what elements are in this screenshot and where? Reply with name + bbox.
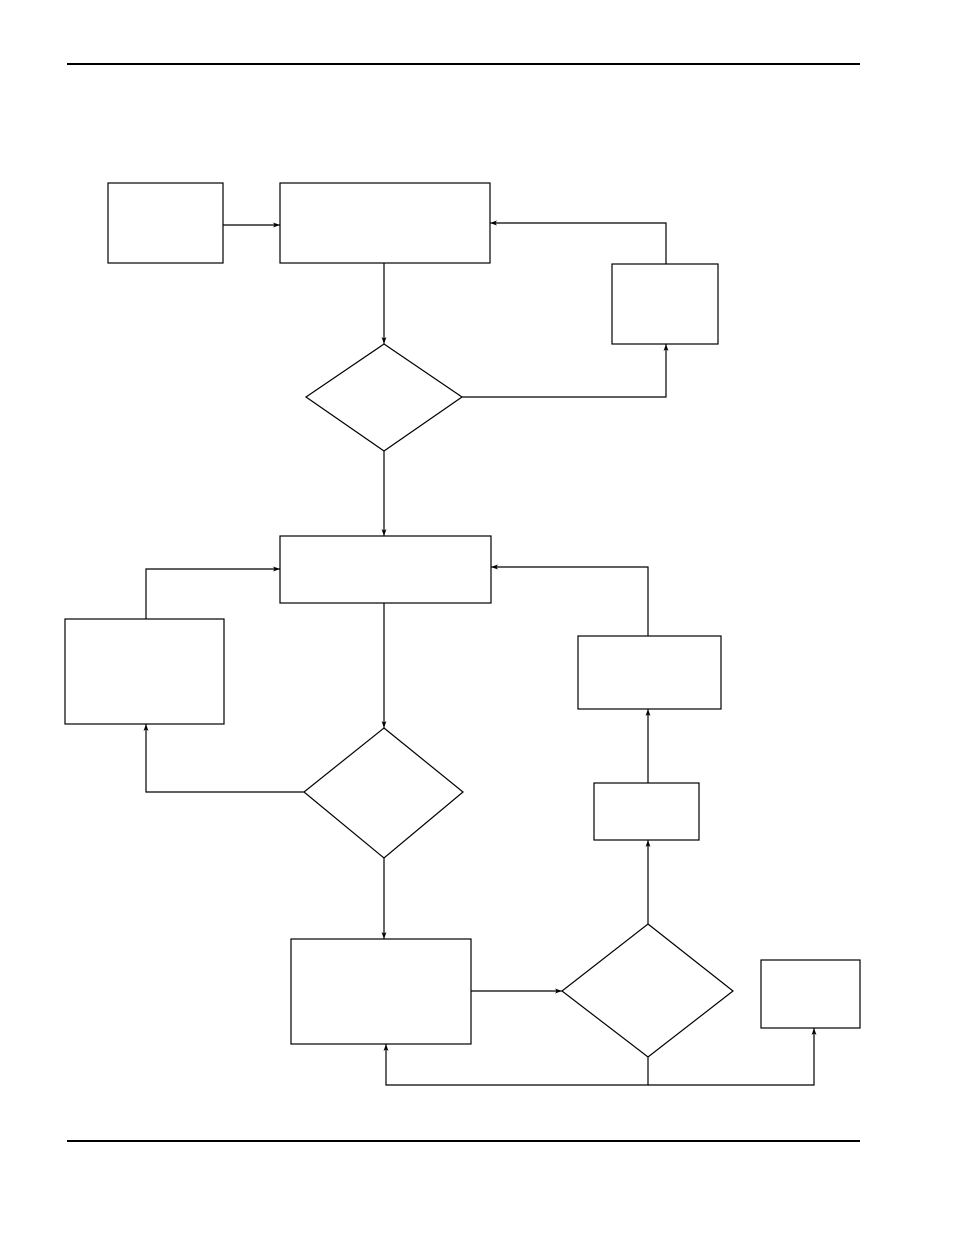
connector-top-right-box-to-top-process — [490, 220, 667, 264]
node-decision-3 — [561, 923, 734, 1058]
node-decision-2 — [303, 727, 464, 859]
node-right-upper-box — [577, 635, 722, 710]
connector-decision-3-to-end-box — [648, 1028, 817, 1086]
connector-right-upper-box-to-middle-process — [491, 564, 649, 636]
node-bottom-process-box — [290, 938, 472, 1045]
connector-decision-2-to-left-box — [143, 724, 304, 793]
node-top-right-box — [611, 263, 719, 345]
node-decision-1 — [304, 343, 464, 452]
node-start-box — [107, 182, 224, 264]
node-left-box — [64, 618, 225, 725]
connector-decision-3-to-bottom-process — [383, 1044, 649, 1086]
connector-left-box-to-middle-process — [145, 566, 280, 619]
node-right-small-box — [593, 782, 700, 841]
node-end-box — [760, 959, 861, 1029]
node-middle-process-box — [279, 535, 492, 604]
connector-decision-1-to-top-right-box — [462, 344, 669, 398]
node-top-process-box — [279, 182, 491, 264]
